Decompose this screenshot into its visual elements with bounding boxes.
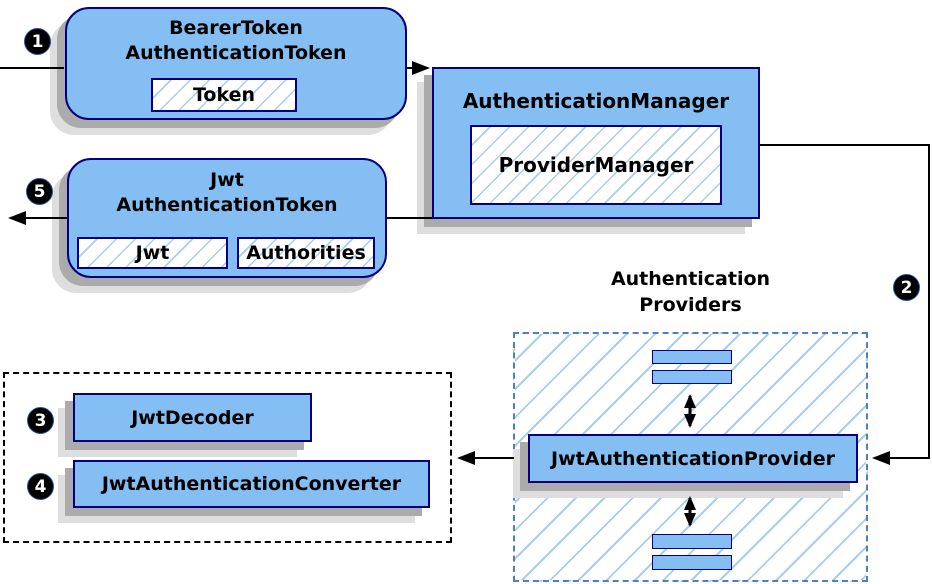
provider-placeholder-bar — [652, 534, 732, 549]
step-badge-2: 2 — [893, 274, 920, 301]
provider-placeholder-bar — [652, 370, 732, 384]
jwt-field: Jwt — [77, 237, 228, 269]
step-badge-3: 3 — [27, 407, 54, 434]
authentication-manager-title: AuthenticationManager — [462, 89, 730, 113]
authentication-providers-label-line1: Authentication — [610, 268, 771, 290]
authorities-field: Authorities — [237, 237, 375, 269]
jwt-field-label: Jwt — [135, 242, 170, 264]
decoder-converter-group — [3, 372, 452, 543]
jwt-decoder-label: JwtDecoder — [131, 406, 254, 429]
step-badge-1: 1 — [24, 28, 51, 55]
step-badge-2-number: 2 — [900, 277, 913, 298]
step-badge-4-number: 4 — [34, 476, 47, 497]
provider-manager-label: ProviderManager — [498, 153, 694, 177]
jwt-token-title: Jwt AuthenticationToken — [69, 168, 385, 218]
authorities-field-label: Authorities — [246, 242, 366, 264]
bearer-token-title-line2: AuthenticationToken — [125, 42, 347, 64]
step-badge-5: 5 — [26, 178, 53, 205]
step-badge-3-number: 3 — [34, 410, 47, 431]
jwt-authentication-provider-label: JwtAuthenticationProvider — [551, 447, 835, 470]
authentication-providers-label-line2: Providers — [639, 294, 742, 316]
jwt-authentication-converter-label: JwtAuthenticationConverter — [101, 473, 402, 495]
provider-placeholder-bar — [652, 555, 732, 570]
jwt-authentication-provider-node: JwtAuthenticationProvider — [528, 434, 858, 483]
bearer-token-title-line1: BearerToken — [169, 17, 303, 39]
step-badge-1-number: 1 — [31, 31, 44, 52]
jwt-decoder-node: JwtDecoder — [73, 393, 312, 442]
provider-placeholder-bar — [652, 350, 732, 364]
bearer-token-authentication-token-node: BearerToken AuthenticationToken Token — [65, 7, 407, 120]
step-badge-4: 4 — [27, 473, 54, 500]
authentication-manager-node: AuthenticationManager ProviderManager — [432, 67, 760, 219]
bearer-token-title: BearerToken AuthenticationToken — [67, 16, 405, 66]
token-field: Token — [151, 78, 297, 112]
token-field-label: Token — [192, 84, 256, 106]
step-badge-5-number: 5 — [33, 181, 46, 202]
authentication-providers-label: Authentication Providers — [513, 266, 868, 318]
jwt-authentication-token-node: Jwt AuthenticationToken Jwt Authorities — [67, 158, 387, 278]
jwt-authentication-converter-node: JwtAuthenticationConverter — [73, 460, 430, 508]
jwt-token-title-line2: AuthenticationToken — [116, 194, 338, 216]
provider-manager-field: ProviderManager — [470, 125, 722, 205]
jwt-token-title-line1: Jwt — [210, 169, 244, 191]
